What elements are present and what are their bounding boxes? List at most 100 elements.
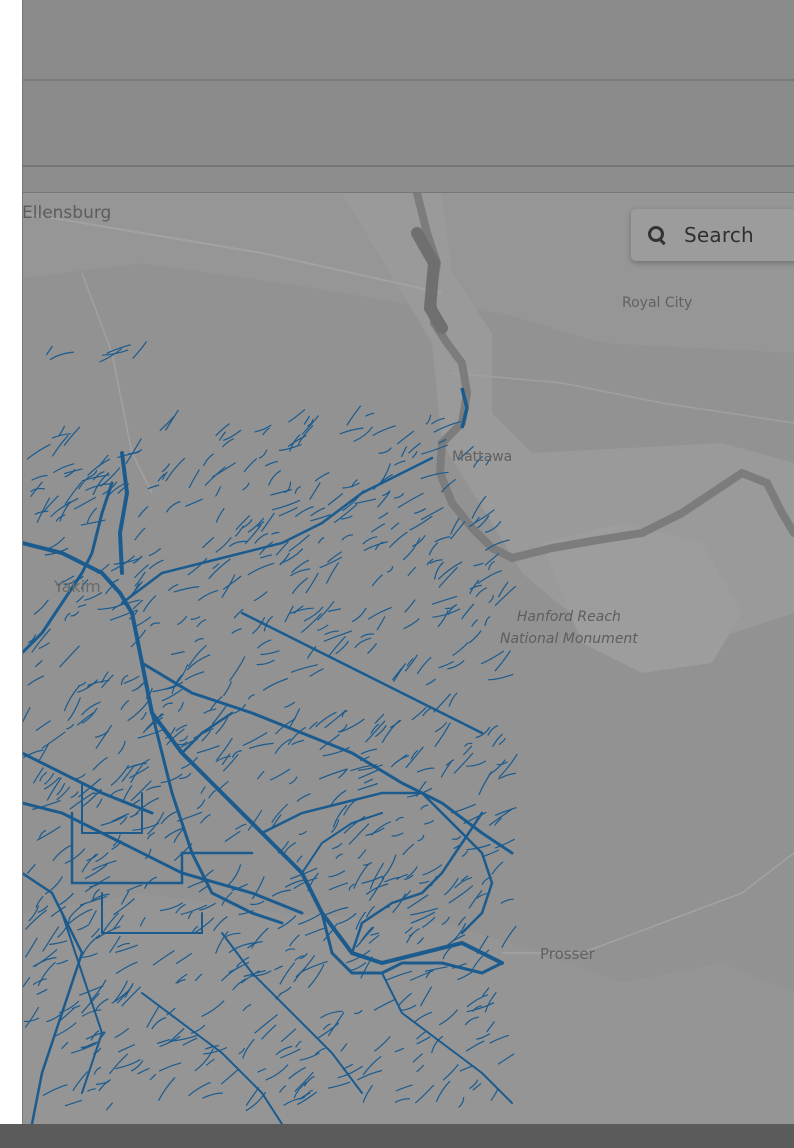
tributary-stroke: [257, 639, 272, 649]
tributary-stroke: [330, 789, 347, 806]
tributary-stroke: [357, 1069, 383, 1081]
tributary-stroke: [64, 1099, 83, 1107]
tributary-stroke: [175, 903, 186, 914]
tributary-stroke: [187, 880, 207, 889]
tributary-stroke: [290, 664, 318, 674]
tributary-stroke: [326, 551, 343, 563]
tributary-stroke: [257, 520, 265, 528]
tributary-stroke: [77, 924, 90, 931]
tributary-stroke: [438, 566, 459, 588]
tributary-stroke: [64, 576, 81, 586]
tributary-stroke: [284, 878, 307, 888]
tributary-stroke: [179, 735, 189, 742]
tributary-stroke: [353, 1009, 363, 1015]
tributary-stroke: [94, 731, 109, 738]
tributary-stroke: [171, 674, 183, 694]
tributary-stroke: [200, 869, 214, 883]
tributary-stroke: [394, 1098, 411, 1104]
tributary-stroke: [327, 1081, 351, 1089]
tributary-stroke: [84, 591, 103, 601]
tributary-stroke: [371, 574, 383, 587]
tributary-stroke: [208, 789, 217, 799]
tributary-stroke: [22, 976, 31, 988]
tributary-stroke: [81, 788, 102, 808]
tributary-stroke: [488, 594, 494, 604]
tributary-stroke: [56, 786, 71, 801]
tributary-stroke: [357, 782, 378, 791]
tributary-stroke: [420, 471, 449, 480]
tributary-stroke: [287, 435, 307, 448]
tributary-stroke: [464, 1016, 479, 1026]
tributary-stroke: [231, 750, 242, 758]
tributary-stroke: [123, 581, 143, 604]
tributary-stroke: [288, 776, 298, 785]
tributary-stroke: [327, 1011, 345, 1037]
tributary-stroke: [51, 433, 71, 439]
tributary-stroke: [354, 498, 377, 505]
tributary-stroke: [407, 566, 417, 577]
tributary-stroke: [424, 819, 434, 825]
tributary-stroke: [284, 701, 296, 708]
tributary-stroke: [86, 853, 99, 862]
tributary-stroke: [96, 925, 121, 940]
tributary-stroke: [469, 584, 482, 590]
tributary-stroke: [130, 629, 147, 648]
tributary-stroke: [288, 708, 301, 729]
tributary-stroke: [114, 1027, 130, 1039]
tributary-stroke: [95, 724, 113, 750]
tributary-stroke: [96, 563, 110, 574]
tributary-stroke: [240, 970, 260, 984]
tributary-stroke: [412, 534, 426, 547]
tributary-stroke: [289, 607, 314, 615]
map-view[interactable]: Search Ellensburg Royal City Mattawa Han…: [22, 193, 794, 1124]
tributary-stroke: [289, 434, 301, 452]
tributary-stroke: [254, 532, 269, 544]
tributary-stroke: [228, 540, 248, 547]
tributary-stroke: [288, 534, 310, 552]
tributary-stroke: [98, 1079, 111, 1092]
tributary-stroke: [425, 678, 436, 686]
tributary-stroke: [117, 740, 126, 755]
tributary-stroke: [38, 829, 47, 839]
tributary-stroke: [307, 645, 317, 659]
tributary-stroke: [113, 898, 135, 916]
tributary-stroke: [322, 746, 350, 757]
tributary-stroke: [24, 909, 47, 930]
map-label-prosser: Prosser: [540, 945, 595, 963]
tributary-stroke: [392, 893, 407, 914]
tributary-stroke: [26, 443, 51, 460]
tributary-stroke: [81, 474, 110, 482]
tributary-stroke: [43, 772, 55, 785]
tributary-stroke: [279, 1085, 287, 1093]
tributary-stroke: [434, 536, 451, 543]
tributary-stroke: [35, 895, 44, 908]
tributary-stroke: [185, 498, 203, 507]
tributary-stroke: [463, 811, 487, 825]
tributary-stroke: [309, 482, 321, 500]
tributary-stroke: [173, 586, 200, 593]
tributary-stroke: [293, 1081, 307, 1099]
tributary-stroke: [278, 506, 298, 517]
tributary-stroke: [152, 685, 175, 693]
tributary-stroke: [64, 481, 83, 506]
tributary-stroke: [215, 755, 231, 763]
tributary-stroke: [480, 650, 505, 665]
tributary-stroke: [71, 1005, 81, 1010]
tributary-stroke: [319, 733, 340, 751]
tributary-stroke: [291, 559, 310, 574]
tributary-stroke: [287, 726, 306, 746]
tributary-stroke: [203, 708, 217, 714]
map-canvas[interactable]: [22, 193, 794, 1124]
tributary-stroke: [81, 992, 100, 1014]
tributary-stroke: [346, 405, 362, 426]
tributary-stroke: [472, 949, 490, 970]
map-label-hanford: Hanford Reach National Monument: [500, 606, 638, 650]
tributary-stroke: [254, 424, 272, 433]
tributary-stroke: [307, 964, 325, 989]
tributary-stroke: [284, 605, 294, 623]
tributary-stroke: [36, 988, 48, 995]
tributary-stroke: [52, 844, 72, 862]
tributary-stroke: [92, 471, 105, 481]
tributary-stroke: [160, 773, 183, 784]
search-button[interactable]: Search: [631, 209, 794, 261]
